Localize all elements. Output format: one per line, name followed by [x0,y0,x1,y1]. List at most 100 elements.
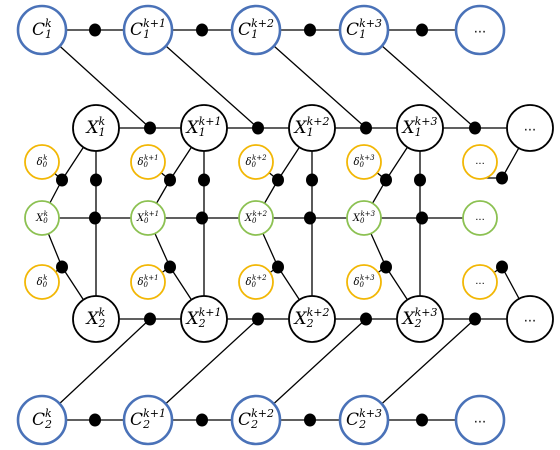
x2-node-3-circle [396,295,444,343]
x0-node-2-label-sup: k+2 [253,210,268,218]
x0-node-0-label-base: X [35,213,44,224]
x1-node-0-label-sup: k [99,115,106,128]
x2-node-0-circle [72,295,120,343]
c1-node-3-circle [338,4,390,56]
delta-bottom-node-0-label: δ0k [37,274,48,289]
delta-top-node-3-label-base: δ [353,157,359,168]
c1-node-0-circle [16,4,68,56]
x1-node-3-label-base: X [401,118,416,138]
x1-node-3-label-sup: k+3 [415,115,438,128]
factor-top [56,173,68,187]
c1-node-3-label-sup: k+3 [359,17,382,30]
x0-ellipsis-node: ... [462,200,498,236]
x1-node-2: X1k+2 [288,104,336,152]
x1-ellipsis-node-circle [506,104,554,152]
delta-top-node-2-circle [238,144,274,180]
c1-node-2-circle [230,4,282,56]
factor-top [272,173,284,187]
c2-node-2-circle [230,394,282,446]
x2-node-2-label: X2k+2 [293,306,330,330]
x2-node-0: X2k [72,295,120,343]
c2-ellipsis-node: ... [454,394,506,446]
delta-top-node-3-label: δ0k+3 [353,154,375,169]
delta-bottom-ellipsis-node-label: ... [475,276,485,287]
c2-node-2-label-base: C [238,410,251,430]
x2-node-1-label-base: X [185,309,200,329]
x1-node-1: X1k+1 [180,104,228,152]
c2-node-1-circle [122,394,174,446]
x1-node-0-label-base: X [84,118,99,138]
x2-node-3-label-sub: 2 [414,317,422,330]
factor-vertical [90,173,102,187]
c1-node-1-label-base: C [130,20,143,40]
delta-bottom-node-2-label-base: δ [245,277,251,288]
factor-c1 [89,23,101,37]
factor-c2 [89,413,101,427]
x1-node-0-label: X1k [84,115,105,139]
delta-top-node-3-circle [346,144,382,180]
x0-node-1-label: X0k+1 [136,210,159,225]
c2-node-3-label: C2k+3 [346,407,382,431]
x2-node-1-circle [180,295,228,343]
x2-ellipsis-node-label: ... [524,311,536,326]
x0-node-1: X0k+1 [130,200,166,236]
delta-bottom-node-0-label-sub: 0 [43,281,48,289]
delta-top-node-0-label-sup: k [43,154,47,162]
x0-node-0-circle [24,200,60,236]
delta-top-node-1: δ0k+1 [130,144,166,180]
node-layer: C1kX1kδ0kX0kδ0kX2kC2kC1k+1X1k+1δ0k+1X0k+… [16,4,554,446]
factor-bottom [56,260,68,274]
delta-top-node-2-label: δ0k+2 [245,154,267,169]
c2-node-2-label-sup: k+2 [251,407,274,420]
factor-c1 [416,23,428,37]
x0-node-1-label-sub: 0 [144,217,149,225]
factor-x0 [196,211,208,225]
delta-top-node-0-label-sub: 0 [43,161,48,169]
delta-top-node-1-label-sub: 0 [144,161,149,169]
delta-top-node-2-label-sub: 0 [252,161,257,169]
x0-node-0: X0k [24,200,60,236]
factor-top [380,173,392,187]
factor-c2 [304,413,316,427]
edge-layer [41,29,531,421]
factor-layer [56,23,508,427]
factor-right-bottom [496,260,508,274]
c1-ellipsis-node: ... [454,4,506,56]
delta-top-node-1-circle [130,144,166,180]
c2-node-2: C2k+2 [230,394,282,446]
c1-node-3-label-base: C [346,20,359,40]
c2-node-1-label-base: C [130,410,143,430]
c2-node-0-label: C2k [32,407,52,431]
c2-node-1-label-sub: 2 [142,418,150,431]
x0-node-2: X0k+2 [238,200,274,236]
x1-node-1-circle [180,104,228,152]
factor-x2 [469,312,481,326]
x0-node-2-label-sub: 0 [252,217,257,225]
x2-node-1-label: X2k+1 [185,306,222,330]
delta-bottom-node-3-label-sub: 0 [360,281,365,289]
x1-node-1-label-sup: k+1 [199,115,222,128]
x0-node-3-label-sub: 0 [360,217,365,225]
x0-node-1-label-base: X [136,213,145,224]
x0-node-0-label-sup: k [44,210,48,218]
factor-right-top [496,171,508,185]
delta-top-ellipsis-node: ... [462,144,498,180]
delta-bottom-ellipsis-node-circle [462,264,498,300]
x1-node-1-label: X1k+1 [185,115,222,139]
c2-node-3: C2k+3 [338,394,390,446]
factor-x0 [416,211,428,225]
x2-node-3: X2k+3 [396,295,444,343]
c1-node-2-label: C1k+2 [238,17,274,41]
x2-node-1-label-sub: 2 [198,317,206,330]
x1-node-2-label-sub: 1 [307,126,314,139]
x1-node-3: X1k+3 [396,104,444,152]
x2-node-0-label-sup: k [99,306,106,319]
delta-top-node-2-label-base: δ [245,157,251,168]
c1-node-1-circle [122,4,174,56]
factor-vertical [306,173,318,187]
delta-top-node-1-label: δ0k+1 [137,154,158,169]
x0-node-3-label-sup: k+3 [361,210,376,218]
c2-node-0-circle [16,394,68,446]
factor-x2 [144,312,156,326]
c2-node-0: C2k [16,394,68,446]
